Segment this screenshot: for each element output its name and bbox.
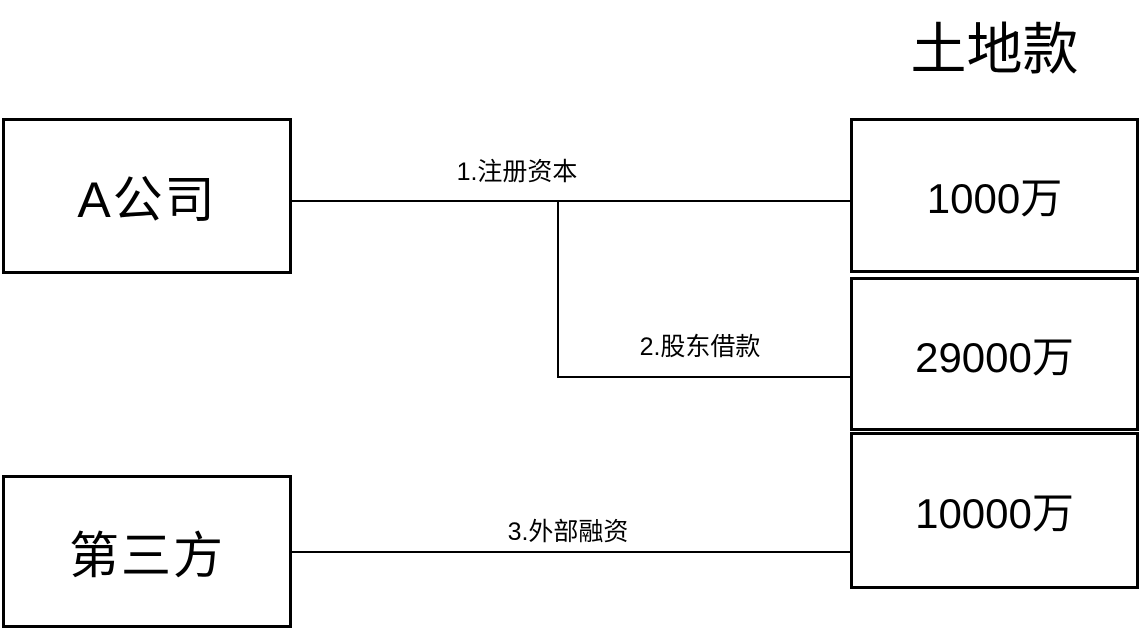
- edge-3-label: 3.外部融资: [507, 518, 629, 546]
- node-amount-2: 29000万: [850, 277, 1139, 431]
- diagram-title: 土地款: [910, 18, 1079, 81]
- node-third-party-label: 第三方: [69, 527, 225, 584]
- edge-2-vertical-line: [557, 200, 559, 378]
- edge-2-label: 2.股东借款: [639, 333, 761, 361]
- edge-3-line: [292, 551, 850, 553]
- node-amount-3: 10000万: [850, 432, 1139, 589]
- node-amount-1-label: 1000万: [926, 175, 1063, 222]
- node-amount-2-label: 29000万: [915, 333, 1074, 381]
- node-company-a: A公司: [2, 118, 292, 274]
- node-third-party: 第三方: [2, 475, 292, 628]
- node-amount-1: 1000万: [850, 118, 1139, 273]
- edge-2-horizontal-line: [557, 376, 850, 378]
- edge-1-line: [292, 200, 850, 202]
- node-company-a-label: A公司: [77, 172, 217, 228]
- edge-1-label: 1.注册资本: [456, 158, 578, 186]
- node-amount-3-label: 10000万: [915, 490, 1074, 537]
